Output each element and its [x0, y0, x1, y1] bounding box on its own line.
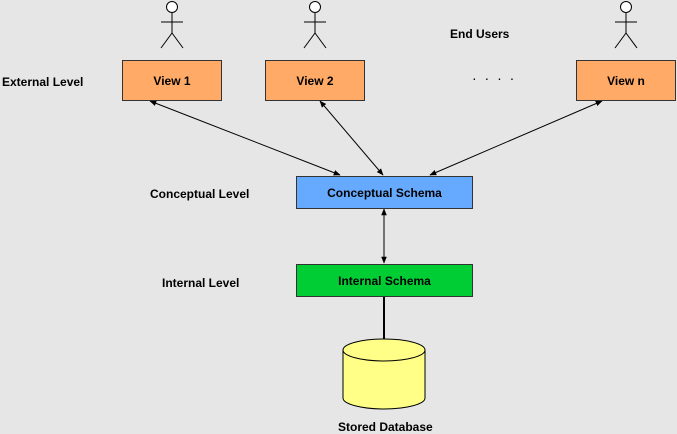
end-users-label: End Users [450, 27, 510, 41]
view-2-box[interactable]: View 2 [265, 60, 365, 101]
internal-level-label: Internal Level [162, 276, 240, 290]
stored-database-label: Stored Database [338, 420, 433, 434]
user-icon [614, 1, 638, 49]
conceptual-schema-box[interactable]: Conceptual Schema [296, 176, 473, 209]
view-1-box[interactable]: View 1 [122, 60, 222, 101]
view-n-box[interactable]: View n [576, 60, 676, 101]
arrow-view2-conceptual [319, 100, 384, 176]
database-cylinder-icon [342, 338, 426, 410]
user-icon [160, 1, 184, 49]
arrow-view1-conceptual [149, 100, 341, 176]
conceptual-level-label: Conceptual Level [150, 187, 250, 201]
arrow-viewn-conceptual [429, 100, 603, 176]
internal-schema-box[interactable]: Internal Schema [296, 264, 473, 297]
user-icon [303, 1, 327, 49]
views-ellipsis: · · · · [472, 70, 517, 86]
external-level-label: External Level [2, 75, 84, 89]
